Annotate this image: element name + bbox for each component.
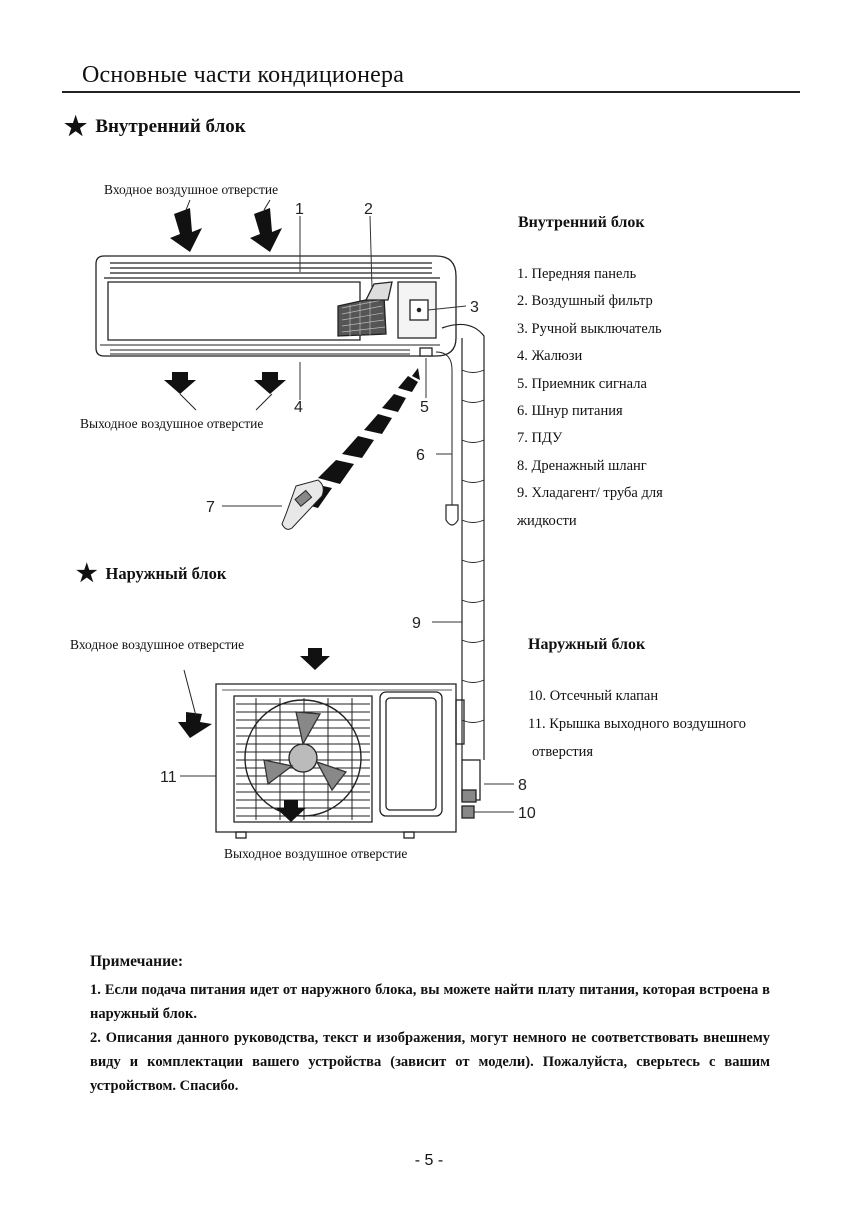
legend-item: отверстия xyxy=(532,744,594,760)
legend-item: жидкости xyxy=(517,512,577,529)
note-paragraph-1: 1. Если подача питания идет от наружного… xyxy=(90,982,770,1022)
outdoor-airflow-arrows xyxy=(178,648,330,822)
legend-item: 1. Передняя панель xyxy=(517,266,637,282)
callout-7: 7 xyxy=(206,499,215,516)
legend-item: 11. Крышка выходного воздушного xyxy=(528,716,746,732)
outdoor-legend-title: Наружный блок xyxy=(528,636,646,653)
indoor-heading-text: Внутренний блок xyxy=(95,116,246,137)
callout-numbers: 1 2 3 4 5 6 7 9 8 10 11 xyxy=(160,201,536,822)
legend-item: 2. Воздушный фильтр xyxy=(517,293,653,310)
legend-item: 6. Шнур питания xyxy=(517,402,623,419)
callout-11: 11 xyxy=(160,769,177,786)
indoor-outlet-label: Выходное воздушное отверстие xyxy=(80,416,264,431)
page-title: Основные части кондиционера xyxy=(82,62,405,88)
outdoor-heading-text: Наружный блок xyxy=(105,564,227,583)
callout-2: 2 xyxy=(364,201,373,218)
callout-5: 5 xyxy=(420,399,429,416)
indoor-airflow-arrows xyxy=(164,208,286,394)
star-icon: ★ xyxy=(64,112,88,141)
legend-item: 4. Жалюзи xyxy=(517,348,583,365)
outdoor-inlet-label: Входное воздушное отверстие xyxy=(70,637,245,652)
indoor-inlet-label: Входное воздушное отверстие xyxy=(104,182,279,197)
remote-control-drawing xyxy=(281,479,324,530)
callout-4: 4 xyxy=(294,399,303,416)
callout-8: 8 xyxy=(518,777,527,794)
indoor-label-pointers xyxy=(179,199,273,411)
legend-item: 7. ПДУ xyxy=(517,430,563,447)
page-number: - 5 - xyxy=(414,1152,444,1169)
callout-9: 9 xyxy=(412,615,421,632)
outdoor-outlet-label: Выходное воздушное отверстие xyxy=(224,846,408,861)
legend-item: 3. Ручной выключатель xyxy=(517,320,662,337)
indoor-section-heading: ★ Внутренний блок xyxy=(64,114,246,140)
title-divider xyxy=(62,91,800,93)
callout-3: 3 xyxy=(470,299,479,316)
note-paragraph-2: 2. Описания данного руководства, текст и… xyxy=(90,1030,770,1094)
star-icon: ★ xyxy=(76,561,98,587)
note-heading: Примечание: xyxy=(90,953,184,970)
piping-drawing xyxy=(435,323,485,760)
indoor-unit-drawing xyxy=(95,255,457,357)
signal-beam xyxy=(296,368,420,508)
callout-leaders xyxy=(180,215,514,813)
callout-1: 1 xyxy=(295,201,304,218)
outdoor-legend-list: 10. Отсечный клапан 11. Крышка выходного… xyxy=(528,688,746,772)
air-conditioner-diagram: 1 2 3 4 5 6 7 9 8 10 11 xyxy=(95,199,536,839)
callout-10: 10 xyxy=(518,805,536,822)
legend-item: 5. Приемник сигнала xyxy=(517,375,647,392)
outdoor-unit-drawing xyxy=(215,683,481,839)
indoor-legend-title: Внутренний блок xyxy=(518,214,645,231)
callout-6: 6 xyxy=(416,447,425,464)
legend-item: 9. Хладагент/ труба для xyxy=(517,485,663,502)
outdoor-section-heading: ★ Наружный блок xyxy=(76,562,226,586)
legend-item: 10. Отсечный клапан xyxy=(528,688,659,704)
indoor-legend-list: 1. Передняя панель 2. Воздушный фильтр 3… xyxy=(517,266,663,540)
legend-item: 8. Дренажный шланг xyxy=(517,457,647,474)
